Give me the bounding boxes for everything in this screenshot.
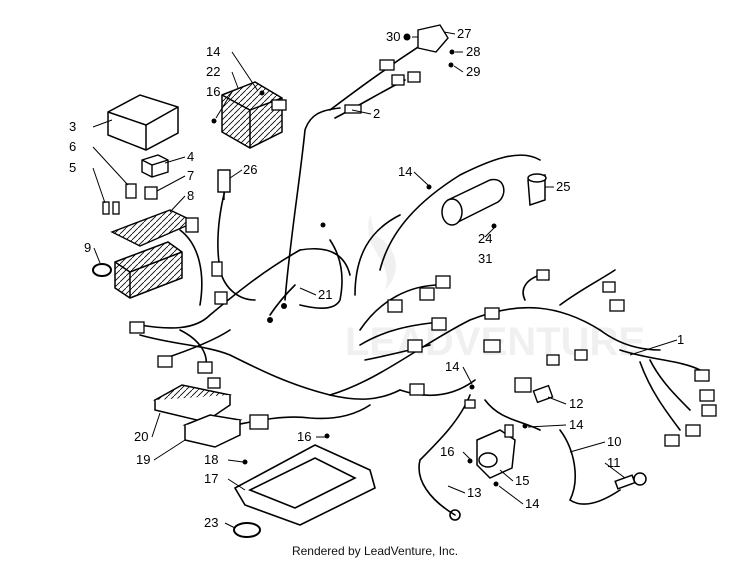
- callout-1: 1: [677, 332, 684, 347]
- bracket: [417, 24, 449, 53]
- callout-25: 25: [556, 179, 570, 194]
- callout-6: 6: [69, 139, 76, 154]
- callout-7: 7: [187, 168, 194, 183]
- callout-28: 28: [466, 44, 480, 59]
- fuse-panel: [110, 209, 197, 247]
- callout-20: 20: [134, 429, 148, 444]
- screw: [448, 62, 454, 68]
- callout-21: 21: [318, 287, 332, 302]
- callout-27: 27: [457, 26, 471, 41]
- callout-24: 24: [478, 231, 492, 246]
- callout-9: 9: [84, 240, 91, 255]
- sensor: [217, 169, 231, 200]
- fastener-group: [211, 90, 528, 487]
- ring-terminal: [449, 509, 461, 521]
- callout-16: 16: [297, 429, 311, 444]
- callout-11: 11: [607, 455, 621, 470]
- callout-4: 4: [187, 149, 194, 164]
- wire-connector-group: [129, 59, 717, 447]
- fuse-block: [114, 241, 183, 299]
- callout-14: 14: [525, 496, 539, 511]
- callout-26: 26: [243, 162, 257, 177]
- callout-22: 22: [206, 64, 220, 79]
- callout-13: 13: [467, 485, 481, 500]
- fuse-box-cover: [107, 94, 179, 151]
- callout-2: 2: [373, 106, 380, 121]
- callout-18: 18: [204, 452, 218, 467]
- nut: [449, 49, 455, 55]
- callout-23: 23: [204, 515, 218, 530]
- callout-16: 16: [440, 444, 454, 459]
- callout-8: 8: [187, 188, 194, 203]
- connector: [532, 384, 554, 404]
- relay: [141, 154, 169, 178]
- callout-29: 29: [466, 64, 480, 79]
- callout-14: 14: [569, 417, 583, 432]
- fuse-small: [144, 186, 158, 200]
- mount-bracket: [182, 414, 243, 448]
- mounting-plate: [233, 444, 376, 526]
- callout-14: 14: [206, 44, 220, 59]
- ring-terminal: [614, 472, 647, 490]
- callout-14: 14: [445, 359, 459, 374]
- callout-3: 3: [69, 119, 76, 134]
- starter-motor: [441, 178, 505, 226]
- blade-fuse: [102, 183, 137, 215]
- callout-31: 31: [478, 251, 492, 266]
- callout-17: 17: [204, 471, 218, 486]
- callout-10: 10: [607, 434, 621, 449]
- leader-lines: [92, 31, 678, 529]
- screw: [403, 33, 411, 41]
- callout-30: 30: [386, 29, 400, 44]
- strap-ring: [233, 522, 261, 538]
- footer-credit: Rendered by LeadVenture, Inc.: [291, 544, 459, 558]
- clamp-ring: [92, 263, 112, 277]
- starter-solenoid: [476, 429, 516, 479]
- power-plug: [527, 173, 547, 207]
- callout-labels: 3 6 5 4 7 8 9 14 22 16 26 2 14 24 31 25 …: [69, 26, 684, 530]
- callout-15: 15: [515, 473, 529, 488]
- voltage-regulator: [221, 81, 283, 149]
- callout-14: 14: [398, 164, 412, 179]
- callout-16: 16: [206, 84, 220, 99]
- callout-5: 5: [69, 160, 76, 175]
- callout-12: 12: [569, 396, 583, 411]
- callout-19: 19: [136, 452, 150, 467]
